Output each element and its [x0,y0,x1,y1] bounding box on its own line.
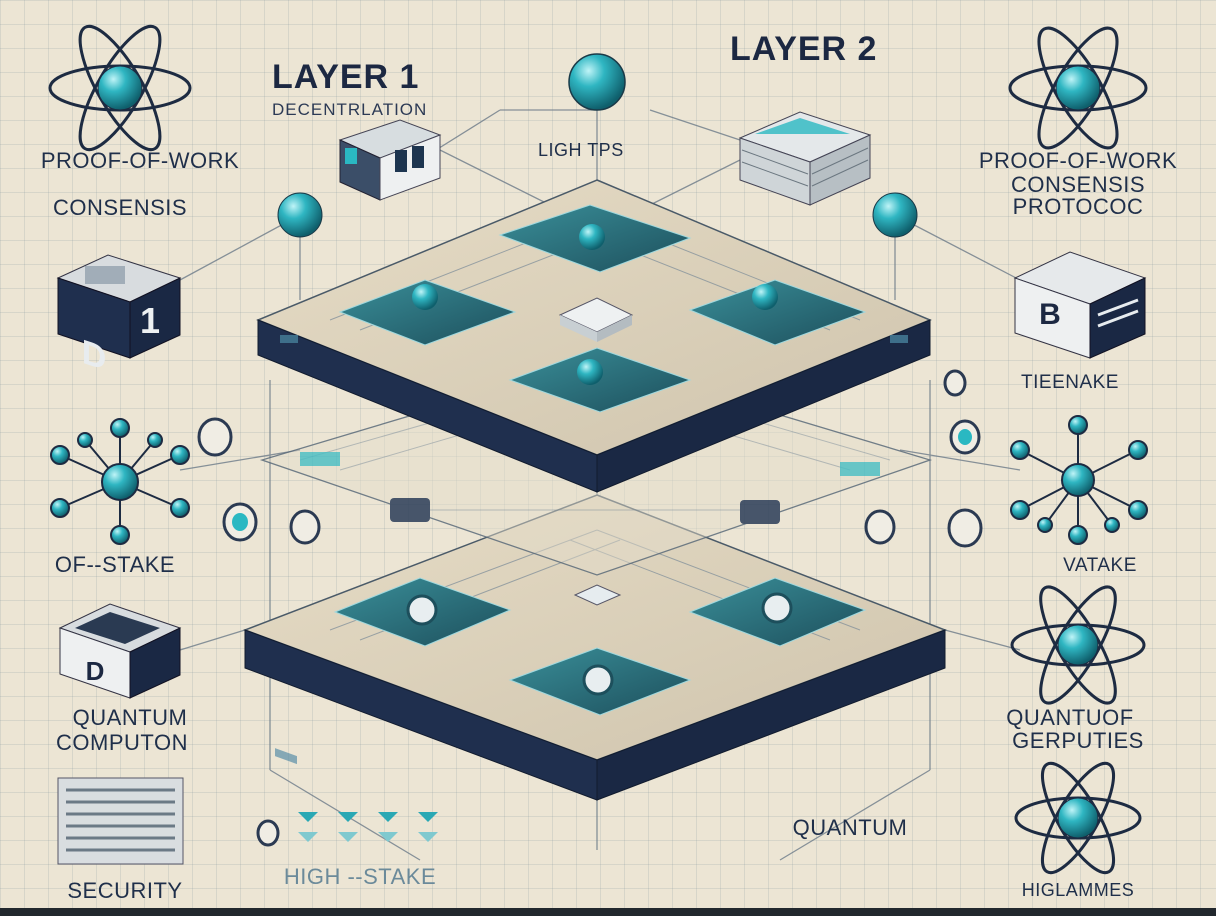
right-consensus-title: PROOF-OF-WORK [978,148,1178,173]
block-cube-icon-right: B [1013,251,1147,359]
right-stake-top-label: TIEENAKE [1021,372,1119,393]
layer1-title: LAYER 1 [272,58,420,96]
bottom-frame-strip [0,908,1216,916]
high-stake-glyph-rows [298,812,438,842]
atom-icon-top-right [1008,26,1148,150]
block-cube-icon-left: D [56,254,182,378]
svg-text:D: D [86,656,105,686]
left-consensus-line2: CONSENSIS [52,195,188,220]
layer1-subtitle: DECENTRLATION [272,100,428,119]
right-quantum-line1: QUANTUOF [1006,705,1134,730]
svg-text:D: D [82,332,107,378]
left-consensus-title: PROOF-OF-WORK [40,148,240,173]
right-consensus-line3: PROTOCOC [1012,194,1144,219]
node-orbs [277,53,918,238]
right-bottom-label: HIGLAMMES [1021,880,1135,900]
layer-plate-bottom [242,494,948,801]
svg-text:B: B [1039,298,1061,331]
right-consensus-line2: CONSENSIS [1010,172,1146,197]
server-box-left [338,119,442,201]
security-label: SECURITY [67,878,183,903]
left-block-number: 1 [140,300,162,341]
security-panel-icon [57,777,184,865]
left-quantum-line2: COMPUTON [56,730,188,755]
left-quantum-line1: QUANTUM [72,705,188,730]
layer-plate-top [256,179,932,493]
network-node-icon-right [1010,415,1148,545]
atom-icon-bottom-right [1014,761,1142,875]
atom-icon-top-left [48,24,192,152]
high-stake-label: HIGH --STAKE [283,864,437,889]
server-stack-right [738,111,872,206]
atom-icon-mid-right [1010,585,1146,705]
block-cube-icon-lower-left: D [58,603,182,699]
layer2-title: LAYER 2 [730,30,878,68]
left-stake-label: OF--STAKE [54,552,176,577]
right-stake-label: VATAKE [1063,555,1137,576]
bottom-quantum-label: QUANTUM [792,815,908,840]
center-node-label: LIGH TPS [538,140,624,160]
right-quantum-line2: GERPUTIES [1012,728,1144,753]
network-node-icon-left [50,418,190,545]
